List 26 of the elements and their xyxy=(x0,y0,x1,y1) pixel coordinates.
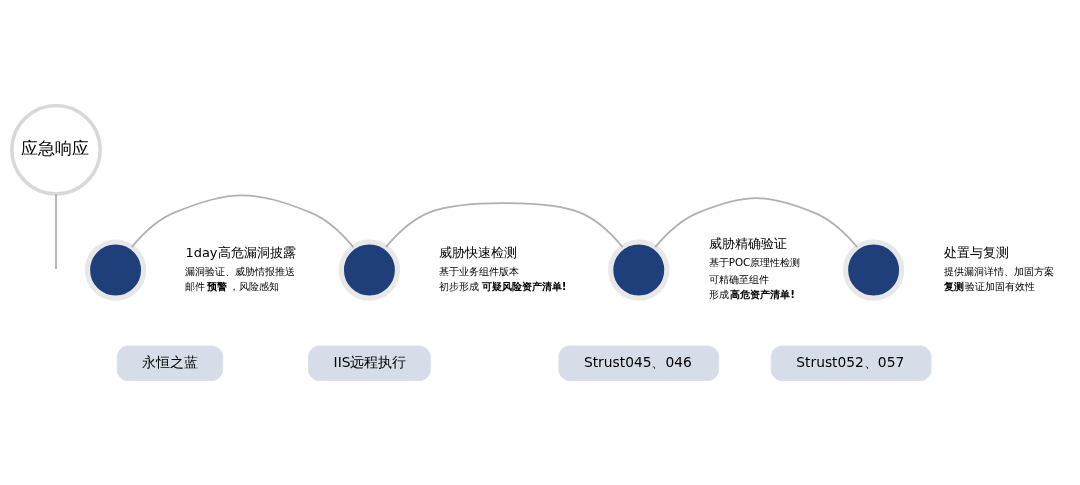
node-box: Strust052、057 xyxy=(770,345,932,381)
node-box: 永恒之蓝 xyxy=(116,345,224,381)
connector xyxy=(385,201,624,248)
node-label: 漏洞验证、威胁情报推送 xyxy=(185,264,296,277)
node-circle xyxy=(608,238,670,301)
connector xyxy=(55,192,57,270)
node-circle xyxy=(338,238,401,301)
connector xyxy=(130,194,355,248)
node-circle: 应急响应 xyxy=(10,103,102,196)
node-label: 初步形成可疑风险资产清单! xyxy=(439,279,567,292)
node-label: 基于业务组件版本 xyxy=(439,264,520,277)
node-label: 1day高危漏洞披露 xyxy=(185,244,296,260)
node-label: 基于POC原理性检测 xyxy=(708,255,801,268)
node-label: 提供漏洞详情、加固方案 xyxy=(943,264,1054,277)
node-box: Strust045、046 xyxy=(558,345,720,381)
node-label: 处置与复测 xyxy=(943,244,1009,260)
node-circle xyxy=(84,238,147,301)
node-circle xyxy=(842,238,905,301)
connector xyxy=(654,196,858,248)
node-box: IIS远程执行 xyxy=(308,345,431,381)
node-label: 形成高危资产清单! xyxy=(708,287,796,300)
node-label: 可精确至组件 xyxy=(708,272,769,285)
node-label: 威胁快速检测 xyxy=(439,244,518,260)
node-label: 邮件预警，风险感知 xyxy=(185,279,279,292)
node-label: 威胁精确验证 xyxy=(708,235,787,251)
node-label: 复测验证加固有效性 xyxy=(943,279,1036,292)
